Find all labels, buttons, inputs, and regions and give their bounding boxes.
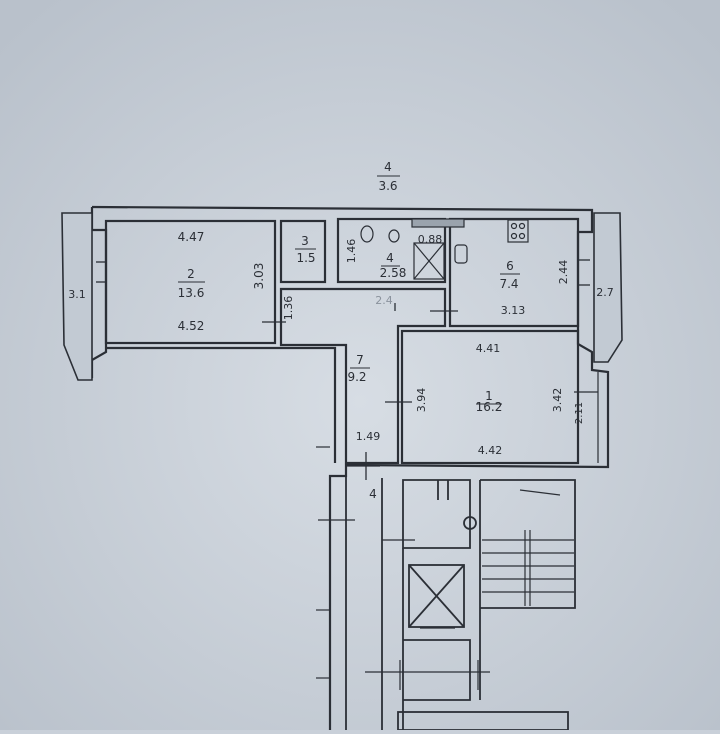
hall-number: 4: [369, 487, 377, 501]
balcony-right-area: 2.7: [596, 286, 614, 299]
room2-number: 2: [187, 267, 195, 281]
room1-top-dim: 4.41: [476, 342, 501, 355]
stair-ticks: [316, 446, 490, 690]
room2-area: 13.6: [178, 286, 205, 300]
room1-window-dim: 2.11: [574, 402, 585, 424]
room1-right-dim: 3.42: [551, 388, 564, 413]
balconies: [61, 212, 623, 381]
stove-fixture: [507, 219, 529, 243]
header-height: 3.6: [378, 179, 397, 193]
faded-center-text: 2.4: [375, 294, 393, 307]
room2-side-dim: 3.03: [252, 263, 266, 290]
room6-area: 7.4: [499, 277, 518, 291]
balcony-left-area: 3.1: [68, 288, 86, 301]
room7-extra-dim: 1.36: [282, 296, 295, 321]
header-number: 4: [384, 160, 392, 174]
balcony-left: [61, 212, 93, 381]
balcony-right: [593, 212, 623, 363]
room6-number: 6: [506, 259, 514, 273]
room6-bottom-dim: 3.13: [501, 304, 526, 317]
room6-side-dim: 2.44: [557, 260, 570, 285]
room1-left-dim: 3.94: [415, 388, 428, 413]
room7-area: 9.2: [347, 370, 366, 384]
room4-number: 4: [386, 251, 394, 265]
room3-area: 1.5: [296, 251, 315, 265]
room7-number: 7: [356, 353, 364, 367]
dimension-ticks: [96, 259, 598, 480]
room3-number: 3: [301, 234, 309, 248]
room4-side-dim: 1.46: [345, 239, 358, 264]
stair-treads: [482, 489, 574, 606]
room1-area: 16.2: [476, 400, 503, 414]
room4-area: 2.58: [380, 266, 407, 280]
bath-fixtures: [360, 218, 468, 280]
room1-bottom-dim: 4.42: [478, 444, 503, 457]
room5-label: 0.88: [418, 233, 443, 246]
labels: 4 3.6 4.47 2 13.6 4.52 3.03 3 1.5 1.46 4…: [68, 160, 614, 501]
room2-top-dim: 4.47: [178, 230, 205, 244]
room2-bottom-dim: 4.52: [178, 319, 205, 333]
room7-width-dim: 1.49: [356, 430, 381, 443]
room1-number: 1: [485, 389, 493, 403]
stairwell: [345, 476, 576, 731]
